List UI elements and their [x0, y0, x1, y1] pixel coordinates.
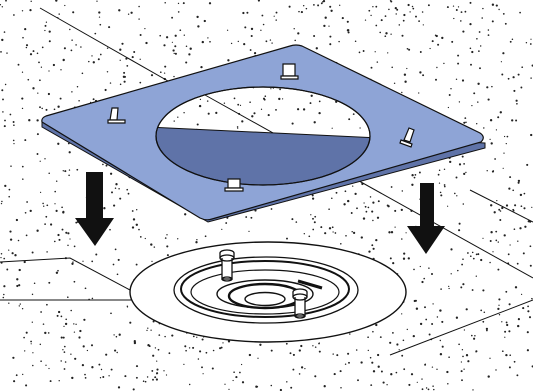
- floor-seam-upper: [39, 7, 176, 86]
- drain-post-right: [292, 288, 308, 319]
- floor-seam-left-top: [0, 257, 131, 291]
- plate-cutout: [155, 86, 371, 186]
- drain-body-rim: [180, 260, 350, 318]
- down-arrow-right: [407, 183, 445, 254]
- drain-assembly: [129, 241, 407, 343]
- floor-seams: [0, 7, 533, 356]
- plate-clip-left: [107, 107, 126, 124]
- drain-flange-ring: [173, 256, 359, 324]
- floor-seam-right: [469, 189, 533, 223]
- drain-body-inner: [190, 269, 340, 315]
- plate-clip-right: [399, 127, 415, 148]
- drain-post-left: [219, 249, 235, 282]
- drain-slot: [297, 279, 323, 290]
- plate-clip-top: [280, 63, 299, 80]
- floor-seam-middle: [204, 94, 533, 279]
- plate-clip-bottom: [224, 178, 244, 192]
- drain-outlet-inner: [244, 291, 286, 307]
- down-arrow-left: [75, 172, 114, 246]
- floor-seam-bottom: [389, 299, 533, 356]
- membrane-plate: [41, 44, 486, 223]
- arrows: [75, 172, 445, 254]
